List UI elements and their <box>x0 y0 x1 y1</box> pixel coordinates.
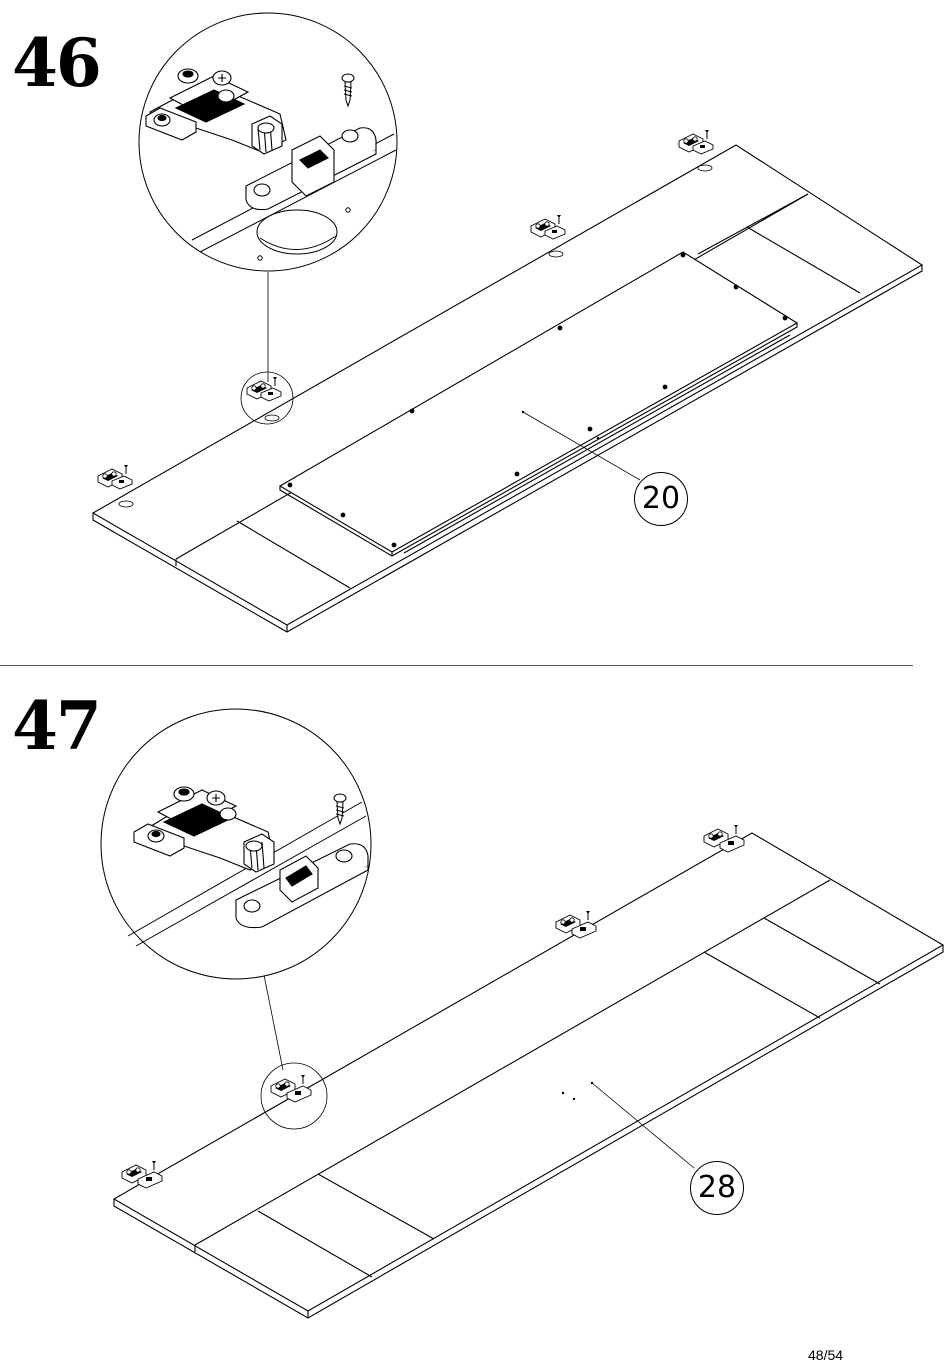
step-number-46: 46 <box>12 30 100 96</box>
step-divider <box>0 665 913 666</box>
part-label-28: 28 <box>690 1161 744 1215</box>
step-number-47: 47 <box>12 693 100 759</box>
detail-magnifier-47 <box>101 709 371 1129</box>
page-number: 48/54 <box>808 1347 843 1363</box>
part-label-20: 20 <box>634 472 688 526</box>
